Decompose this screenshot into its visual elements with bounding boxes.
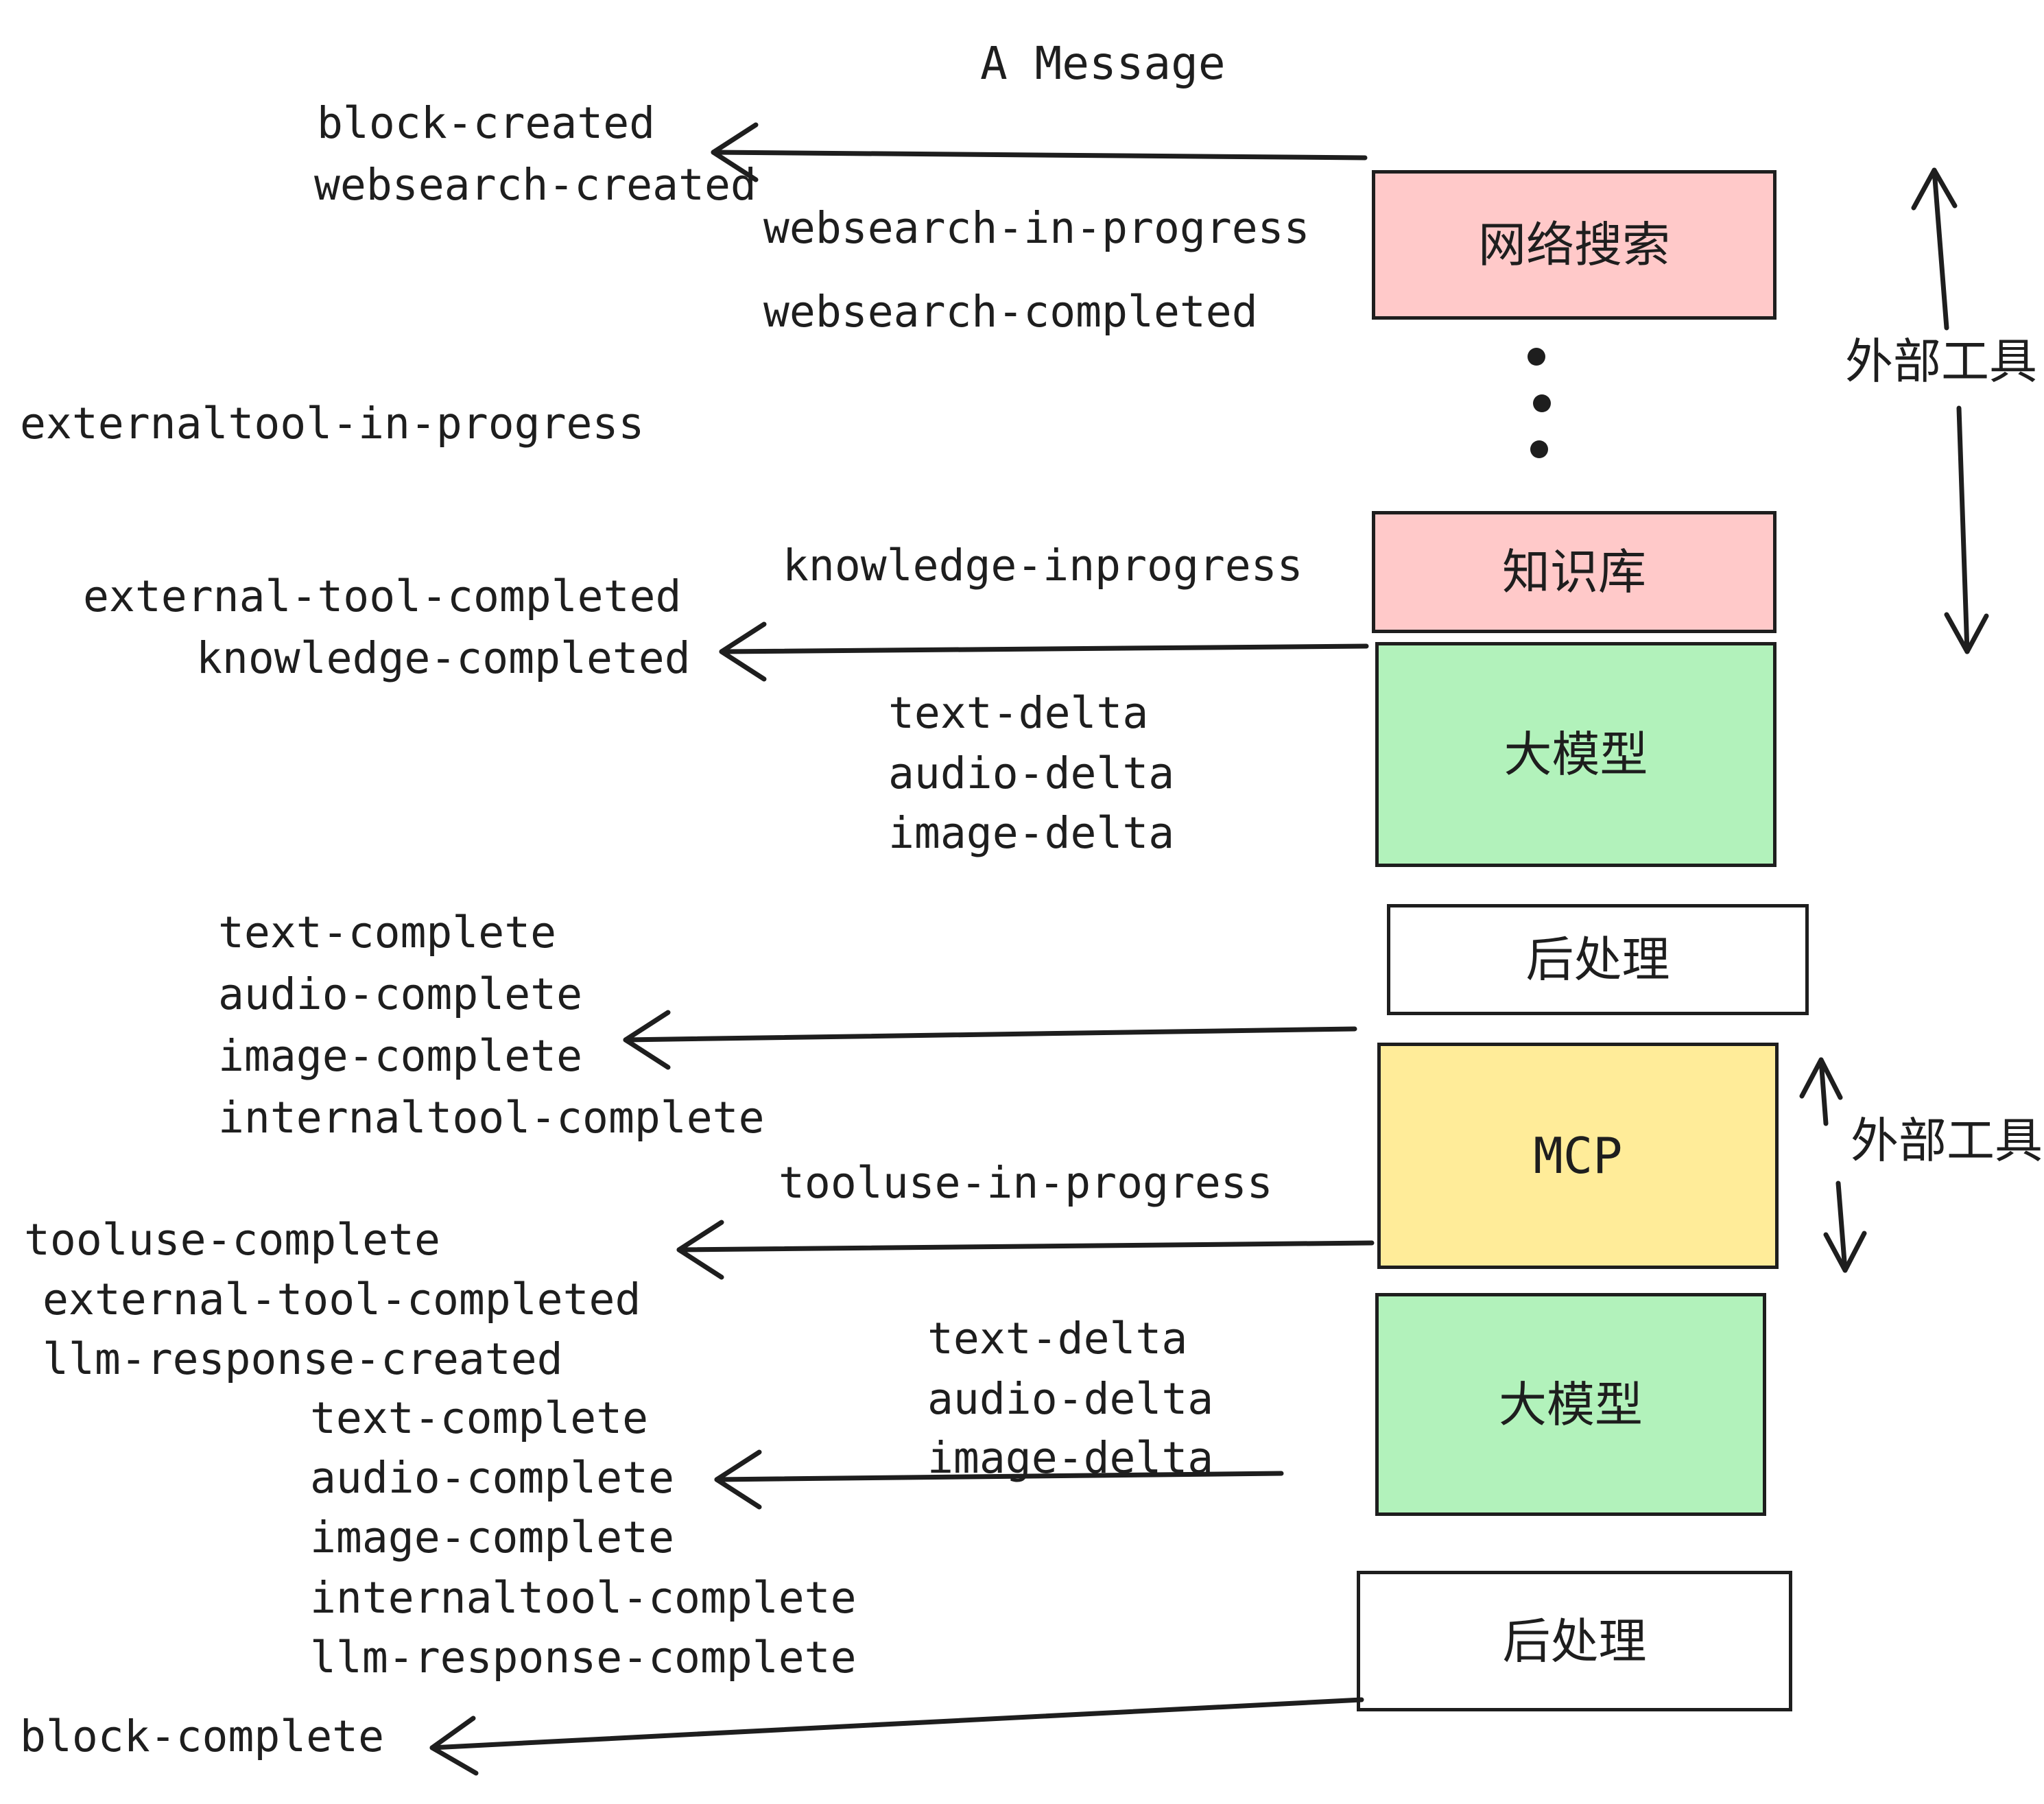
box-knowledge-label: 知识库: [1502, 544, 1646, 600]
external-tools-bottom-up-arrow: [1799, 1057, 1843, 1126]
event-label-text-complete-2: text-complete: [310, 1393, 649, 1443]
event-label-internaltool-complete: internaltool-complete: [218, 1093, 765, 1143]
event-label-audio-complete: audio-complete: [218, 969, 583, 1019]
arrow-knowledge-completed: [719, 621, 1369, 682]
event-label-audio-delta: audio-delta: [888, 748, 1175, 798]
vertical-ellipsis-dots: [1528, 348, 1551, 458]
event-label-image-complete-2: image-complete: [310, 1512, 675, 1563]
arrow-llm2-complete: [714, 1449, 1284, 1510]
box-llm-2-label: 大模型: [1499, 1376, 1643, 1433]
event-label-block-complete: block-complete: [20, 1711, 385, 1761]
box-postprocess-2-label: 后处理: [1502, 1613, 1647, 1670]
external-tools-bottom-down-arrow: [1823, 1180, 1867, 1273]
event-label-internaltool-complete-2: internaltool-complete: [310, 1573, 857, 1623]
box-postprocess-2: 后处理: [1357, 1571, 1792, 1711]
box-knowledge: 知识库: [1372, 511, 1776, 633]
external-tools-top-down-arrow: [1944, 405, 1989, 654]
event-label-knowledge-completed: knowledge-completed: [196, 633, 691, 683]
box-mcp-label: MCP: [1533, 1127, 1623, 1185]
event-label-llm-response-complete: llm-response-complete: [310, 1633, 857, 1683]
event-label-audio-delta-2: audio-delta: [927, 1374, 1214, 1424]
event-label-websearch-created: websearch-created: [314, 160, 757, 210]
event-label-text-delta-2: text-delta: [927, 1314, 1188, 1364]
arrow-tooluse-complete: [676, 1220, 1375, 1280]
box-postprocess-1: 后处理: [1387, 904, 1809, 1015]
event-label-externaltool-in-progress: externaltool-in-progress: [20, 399, 645, 449]
arrow-block-complete: [429, 1697, 1364, 1776]
box-llm-1-label: 大模型: [1504, 726, 1648, 783]
annotation-external-tools-top: 外部工具: [1845, 333, 2037, 390]
event-label-image-delta: image-delta: [888, 808, 1175, 858]
event-label-text-complete: text-complete: [218, 907, 557, 958]
event-label-external-tool-completed-2: external-tool-completed: [43, 1274, 641, 1325]
event-label-websearch-completed: websearch-completed: [763, 287, 1258, 337]
arrow-websearch-created: [711, 122, 1368, 182]
event-label-tooluse-in-progress: tooluse-in-progress: [779, 1158, 1273, 1208]
box-websearch: 网络搜索: [1372, 170, 1776, 320]
box-mcp: MCP: [1377, 1043, 1779, 1269]
event-label-block-created: block-created: [317, 98, 656, 148]
diagram-title: A Message: [980, 37, 1226, 90]
event-label-tooluse-complete: tooluse-complete: [24, 1215, 440, 1265]
box-postprocess-1-label: 后处理: [1525, 931, 1670, 988]
box-llm-2: 大模型: [1375, 1293, 1766, 1516]
event-label-knowledge-inprogress: knowledge-inprogress: [783, 541, 1303, 591]
event-label-image-complete: image-complete: [218, 1031, 583, 1081]
event-label-websearch-in-progress: websearch-in-progress: [763, 203, 1310, 253]
event-label-text-delta: text-delta: [888, 688, 1149, 738]
external-tools-top-up-arrow: [1911, 167, 1958, 331]
box-websearch-label: 网络搜索: [1478, 217, 1670, 273]
event-label-audio-complete-2: audio-complete: [310, 1453, 675, 1503]
event-label-llm-response-created: llm-response-created: [43, 1334, 563, 1384]
annotation-external-tools-bottom: 外部工具: [1851, 1113, 2043, 1169]
arrow-internal-complete: [623, 1010, 1357, 1070]
box-llm-1: 大模型: [1375, 642, 1776, 867]
event-label-external-tool-completed: external-tool-completed: [83, 571, 682, 621]
